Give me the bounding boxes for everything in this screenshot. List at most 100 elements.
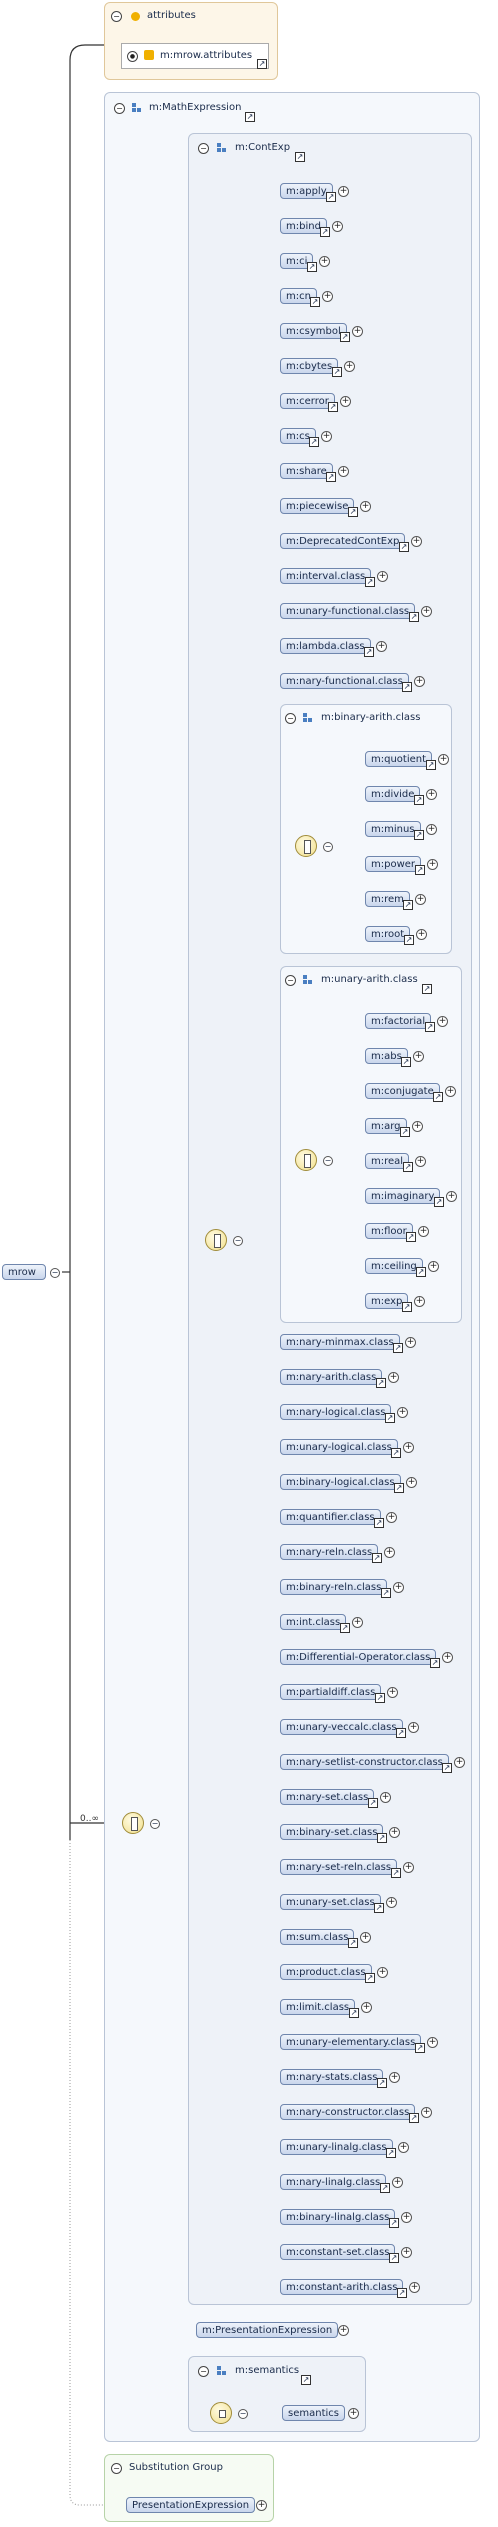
choice-compositor-icon[interactable] — [295, 835, 317, 857]
link-icon[interactable]: ↗ — [406, 1232, 416, 1242]
link-icon[interactable]: ↗ — [425, 1022, 435, 1032]
expand-icon[interactable]: + — [401, 2212, 412, 2223]
link-icon[interactable]: ↗ — [340, 1623, 350, 1633]
expand-icon[interactable]: + — [256, 2500, 267, 2511]
expand-icon[interactable]: + — [413, 1051, 424, 1062]
expand-icon[interactable]: + — [384, 1547, 395, 1558]
expand-icon[interactable]: + — [340, 396, 351, 407]
link-icon[interactable]: ↗ — [404, 935, 414, 945]
link-icon[interactable]: ↗ — [394, 1483, 404, 1493]
element-cn[interactable]: m:cn — [280, 288, 317, 304]
link-icon[interactable]: ↗ — [364, 647, 374, 657]
link-icon[interactable]: ↗ — [374, 1903, 384, 1913]
element-share[interactable]: m:share — [280, 463, 333, 479]
element-differential-operator-class[interactable]: m:Differential-Operator.class — [280, 1649, 437, 1665]
link-icon[interactable]: ↗ — [376, 1378, 386, 1388]
link-icon[interactable]: ↗ — [307, 262, 317, 272]
expand-icon[interactable]: + — [414, 676, 425, 687]
element-quantifier-class[interactable]: m:quantifier.class — [280, 1509, 381, 1525]
element-power[interactable]: m:power — [365, 856, 422, 872]
link-icon[interactable]: ↗ — [301, 2375, 311, 2385]
link-icon[interactable]: ↗ — [416, 1267, 426, 1277]
link-icon[interactable]: ↗ — [332, 367, 342, 377]
element-nary-constructor-class[interactable]: m:nary-constructor.class — [280, 2104, 416, 2120]
expand-icon[interactable]: + — [421, 606, 432, 617]
element-quotient[interactable]: m:quotient — [365, 751, 433, 767]
element-nary-logical-class[interactable]: m:nary-logical.class — [280, 1404, 392, 1420]
element-presentation-expression-subst[interactable]: PresentationExpression — [126, 2497, 256, 2513]
element-nary-reln-class[interactable]: m:nary-reln.class — [280, 1544, 379, 1560]
element-cerror[interactable]: m:cerror — [280, 393, 335, 409]
expand-icon[interactable]: + — [389, 2072, 400, 2083]
link-icon[interactable]: ↗ — [399, 542, 409, 552]
element-abs[interactable]: m:abs — [365, 1048, 408, 1064]
expand-icon[interactable]: + — [380, 1792, 391, 1803]
element-int-class[interactable]: m:int.class — [280, 1614, 347, 1630]
element-minus[interactable]: m:minus — [365, 821, 421, 837]
expand-icon[interactable]: + — [360, 1932, 371, 1943]
link-icon[interactable]: ↗ — [380, 2183, 390, 2193]
attribute-group-ref[interactable]: ● m:mrow.attributes ↗ — [121, 43, 269, 69]
link-icon[interactable]: ↗ — [245, 112, 255, 122]
link-icon[interactable]: ↗ — [328, 402, 338, 412]
element-ceiling[interactable]: m:ceiling — [365, 1258, 423, 1274]
collapse-mathexpression-toggle[interactable]: − — [114, 103, 125, 114]
link-icon[interactable]: ↗ — [391, 1448, 401, 1458]
element-exp[interactable]: m:exp — [365, 1293, 409, 1309]
link-icon[interactable]: ↗ — [396, 1728, 406, 1738]
element-nary-minmax-class[interactable]: m:nary-minmax.class — [280, 1334, 400, 1350]
expand-icon[interactable]: + — [398, 2142, 409, 2153]
expand-icon[interactable]: + — [376, 641, 387, 652]
expand-icon[interactable]: + — [428, 1261, 439, 1272]
link-icon[interactable]: ↗ — [397, 2288, 407, 2298]
expand-icon[interactable]: + — [415, 1156, 426, 1167]
element-ci[interactable]: m:ci — [280, 253, 314, 269]
link-icon[interactable]: ↗ — [349, 2008, 359, 2018]
element-constant-arith-class[interactable]: m:constant-arith.class — [280, 2279, 404, 2295]
link-icon[interactable]: ↗ — [393, 1343, 403, 1353]
link-icon[interactable]: ↗ — [377, 1833, 387, 1843]
link-icon[interactable]: ↗ — [415, 865, 425, 875]
link-icon[interactable]: ↗ — [372, 1553, 382, 1563]
link-icon[interactable]: ↗ — [402, 1302, 412, 1312]
expand-icon[interactable]: + — [418, 1226, 429, 1237]
element-bind[interactable]: m:bind — [280, 218, 327, 234]
element-real[interactable]: m:real — [365, 1153, 410, 1169]
link-icon[interactable]: ↗ — [348, 1938, 358, 1948]
expand-icon[interactable]: + — [445, 1086, 456, 1097]
expand-icon[interactable]: + — [360, 501, 371, 512]
element-root[interactable]: m:root — [365, 926, 411, 942]
link-icon[interactable]: ↗ — [426, 760, 436, 770]
link-icon[interactable]: ↗ — [434, 1197, 444, 1207]
expand-icon[interactable]: + — [454, 1757, 465, 1768]
collapse-binary-arith-toggle[interactable]: − — [285, 713, 296, 724]
link-icon[interactable]: ↗ — [430, 1658, 440, 1668]
element-nary-functional-class[interactable]: m:nary-functional.class — [280, 673, 409, 689]
expand-icon[interactable]: + — [427, 2037, 438, 2048]
expand-icon[interactable]: + — [321, 431, 332, 442]
expand-icon[interactable]: + — [361, 2002, 372, 2013]
expand-icon[interactable]: + — [322, 291, 333, 302]
element-cs[interactable]: m:cs — [280, 428, 316, 444]
element-nary-arith-class[interactable]: m:nary-arith.class — [280, 1369, 383, 1385]
element-lambda-class[interactable]: m:lambda.class — [280, 638, 371, 654]
link-icon[interactable]: ↗ — [409, 2113, 419, 2123]
link-icon[interactable]: ↗ — [386, 2148, 396, 2158]
expand-attribute-ref-toggle[interactable]: ● — [127, 51, 138, 62]
element-binary-logical-class[interactable]: m:binary-logical.class — [280, 1474, 401, 1490]
expand-icon[interactable]: + — [386, 1897, 397, 1908]
expand-icon[interactable]: + — [426, 789, 437, 800]
element-unary-set-class[interactable]: m:unary-set.class — [280, 1894, 381, 1910]
element-constant-set-class[interactable]: m:constant-set.class — [280, 2244, 396, 2260]
expand-icon[interactable]: + — [421, 2107, 432, 2118]
collapse-substitution-toggle[interactable]: − — [111, 2463, 122, 2474]
element-semantics[interactable]: semantics — [282, 2405, 345, 2421]
choice-compositor-icon[interactable] — [295, 1149, 317, 1171]
expand-icon[interactable]: + — [388, 1372, 399, 1383]
collapse-choice-toggle[interactable]: − — [323, 842, 333, 852]
link-icon[interactable]: ↗ — [415, 2043, 425, 2053]
link-icon[interactable]: ↗ — [381, 1588, 391, 1598]
link-icon[interactable]: ↗ — [340, 332, 350, 342]
link-icon[interactable]: ↗ — [414, 830, 424, 840]
element-limit-class[interactable]: m:limit.class — [280, 1999, 356, 2015]
